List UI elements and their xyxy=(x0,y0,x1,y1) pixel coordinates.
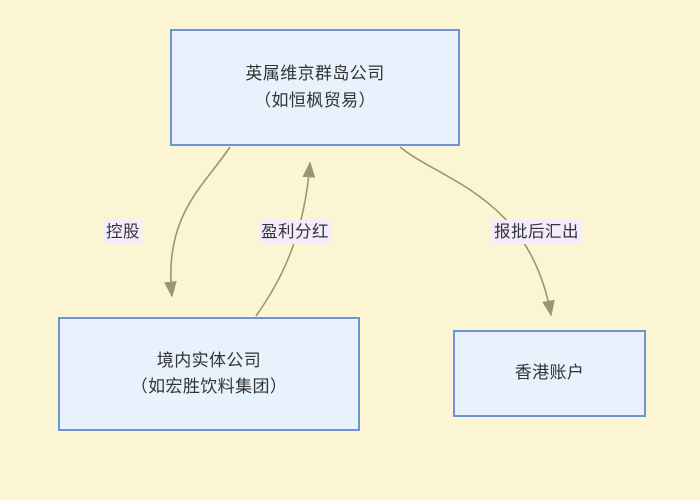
edge-label-dividend: 盈利分红 xyxy=(259,220,331,245)
node-domestic-company[interactable]: 境内实体公司 （如宏胜饮料集团） xyxy=(58,317,360,431)
node-hk-line1: 香港账户 xyxy=(514,363,585,383)
node-bvi-company[interactable]: 英属维京群岛公司 （如恒枫贸易） xyxy=(170,29,460,146)
node-bvi-line2: （如恒枫贸易） xyxy=(254,90,376,110)
node-domestic-line2: （如宏胜饮料集团） xyxy=(130,377,288,396)
node-bvi-line1: 英属维京群岛公司 xyxy=(245,64,385,84)
node-hongkong-account[interactable]: 香港账户 xyxy=(453,330,646,417)
edge-label-remit: 报批后汇出 xyxy=(492,220,581,245)
edge-holding-path xyxy=(164,146,231,298)
node-domestic-line1: 境内实体公司 xyxy=(156,350,262,370)
edge-label-holding: 控股 xyxy=(104,220,142,245)
